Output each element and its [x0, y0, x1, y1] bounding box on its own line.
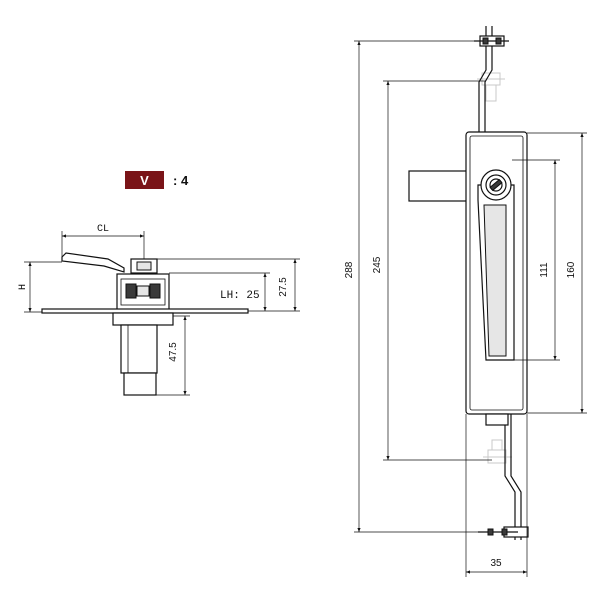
- dim-27-5-label: 27.5: [278, 277, 289, 297]
- dim-288-label: 288: [344, 261, 355, 278]
- bottom-nut-left: [487, 528, 494, 536]
- bottom-rod: [504, 413, 522, 540]
- side-cam-right: [149, 283, 161, 299]
- side-cam-center: [136, 285, 150, 297]
- bottom-nut-right: [501, 528, 508, 536]
- dim-160-label: 160: [566, 261, 577, 278]
- side-cam-left: [125, 283, 137, 299]
- variant-badge: V : 4: [125, 171, 189, 189]
- handle-grip: [483, 204, 507, 357]
- h-label: H: [18, 284, 29, 290]
- dim-35-label: 35: [490, 558, 502, 569]
- side-housing-flange: [112, 312, 174, 326]
- badge-letter: V: [140, 173, 149, 188]
- latch-tongue: [408, 170, 468, 202]
- ghost-washer-top: [485, 84, 497, 102]
- side-view: CL H 27.5 LH: 25: [18, 224, 300, 396]
- side-housing-tip: [123, 372, 157, 396]
- cl-label: CL: [97, 224, 109, 235]
- badge-value: : 4: [173, 173, 189, 188]
- top-nut-left: [482, 37, 489, 45]
- top-rod: [478, 26, 493, 133]
- key-cylinder-ring: [485, 174, 507, 196]
- top-nut-right: [495, 37, 502, 45]
- ghost-washer-bottom: [491, 439, 503, 451]
- side-housing-body: [120, 324, 158, 374]
- side-handle-lever: [61, 252, 125, 273]
- bottom-tab: [485, 413, 509, 426]
- lh-label: LH: 25: [220, 290, 260, 302]
- keyhole-icon: [489, 178, 503, 192]
- dim-245-label: 245: [372, 256, 383, 273]
- front-view: 288 245 160 111 35: [344, 26, 587, 577]
- dim-47-5-label: 47.5: [168, 342, 179, 362]
- side-lock-cylinder: [136, 261, 152, 271]
- door-panel-section: [41, 308, 249, 314]
- lock-body-inner: [469, 135, 524, 411]
- badge-box: [125, 171, 164, 189]
- dim-111-label: 111: [539, 262, 550, 278]
- side-body-inner: [120, 278, 166, 306]
